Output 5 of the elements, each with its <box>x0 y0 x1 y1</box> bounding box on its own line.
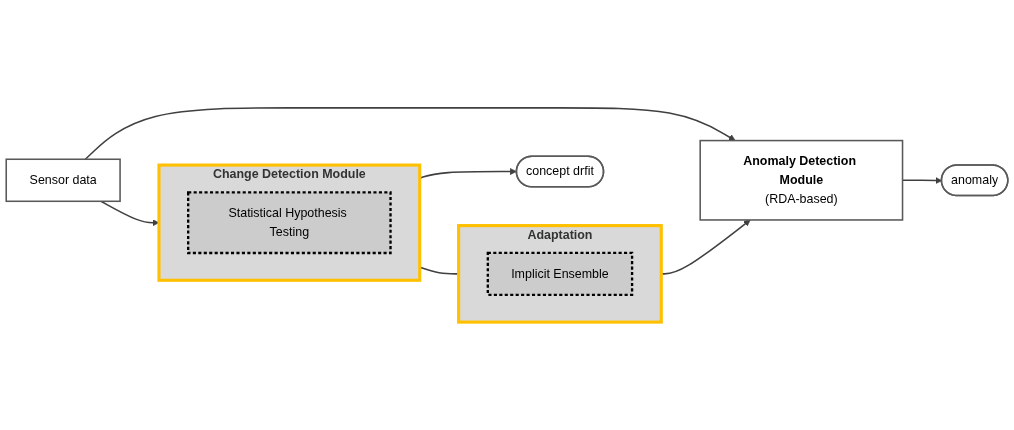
node-box: Anomaly Detection Module (RDA-based) <box>699 139 904 221</box>
node-box: Implicit Ensemble <box>486 251 634 297</box>
node-box: Statistical Hypothesis Testing <box>187 191 392 255</box>
node-box: Sensor data <box>5 158 121 203</box>
arrow <box>84 107 736 161</box>
